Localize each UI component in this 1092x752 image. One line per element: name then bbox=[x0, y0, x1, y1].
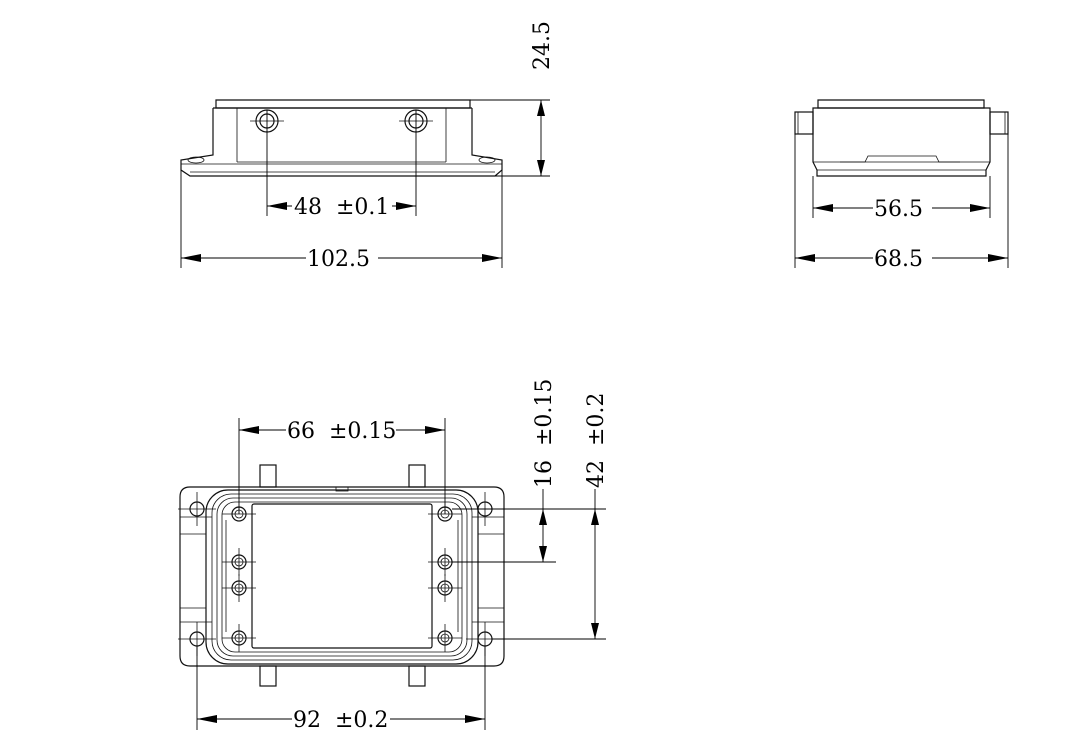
label-front-overall-width: 102.5 bbox=[307, 247, 370, 272]
dim-side-overall-width: 68.5 bbox=[794, 134, 1009, 272]
label-front-height: 24.5 bbox=[530, 21, 555, 70]
label-front-hole-spacing: 48 ±0.1 bbox=[294, 195, 389, 220]
front-view bbox=[180, 99, 503, 177]
dim-side-body-width: 56.5 bbox=[812, 176, 991, 222]
label-top-center-spacing: 66 ±0.15 bbox=[287, 419, 396, 444]
dim-front-hole-spacing: 48 ±0.1 bbox=[266, 110, 417, 220]
dim-front-overall-width: 102.5 bbox=[180, 170, 503, 272]
label-bottom-mount-spacing: 92 ±0.2 bbox=[293, 708, 388, 733]
dim-top-hole-pitch: 16 ±0.15 bbox=[452, 379, 557, 563]
top-view bbox=[178, 464, 505, 687]
label-top-mount-height: 42 ±0.2 bbox=[584, 393, 609, 488]
label-top-hole-pitch: 16 ±0.15 bbox=[532, 379, 557, 488]
label-side-body-width: 56.5 bbox=[874, 197, 923, 222]
dim-top-mount-height: 42 ±0.2 bbox=[492, 393, 609, 640]
label-side-overall-width: 68.5 bbox=[874, 247, 923, 272]
side-view bbox=[794, 99, 1009, 177]
dim-front-height: 24.5 bbox=[470, 21, 555, 177]
dim-top-center-spacing: 66 ±0.15 bbox=[238, 418, 446, 514]
dim-bottom-mount-spacing: 92 ±0.2 bbox=[196, 646, 486, 733]
